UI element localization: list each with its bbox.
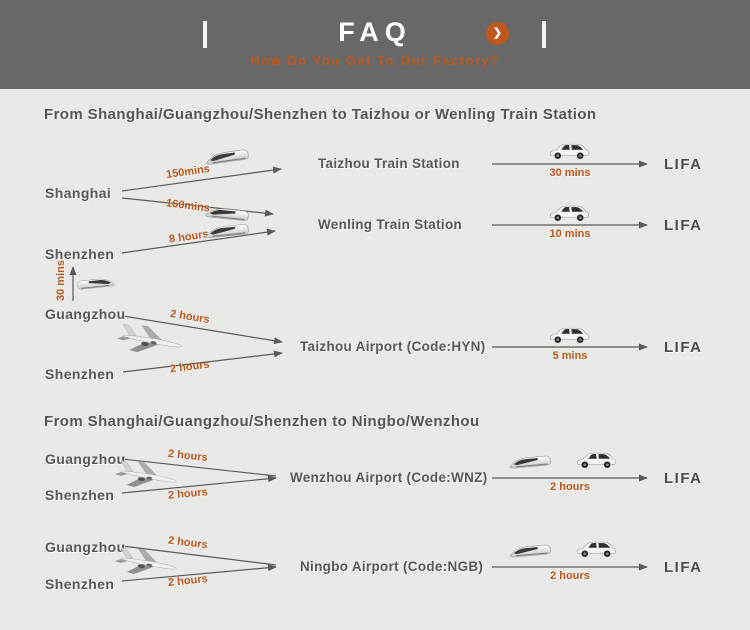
- lifa-destination-4: LIFA: [664, 470, 703, 487]
- plane-icon: [114, 316, 187, 363]
- dest-wenzhou-airport: Wenzhou Airport (Code:WNZ): [290, 470, 488, 485]
- route-time-160mins: 160mins: [165, 197, 211, 215]
- train-icon: [204, 146, 250, 168]
- dest-wenling-train-station: Wenling Train Station: [318, 217, 463, 232]
- lifa-destination-5: LIFA: [664, 559, 703, 576]
- page-title: FAQ: [338, 17, 412, 47]
- route-time-8hours: 8 hours: [168, 228, 210, 246]
- dest-ningbo-airport: Ningbo Airport (Code:NGB): [300, 559, 484, 574]
- city-shenzhen-top: Shenzhen: [45, 246, 115, 262]
- dest-taizhou-train-station: Taizhou Train Station: [318, 156, 460, 171]
- city-guangzhou-ningbo: Guangzhou: [45, 539, 126, 555]
- car-icon: [548, 325, 590, 346]
- car-icon: [575, 539, 617, 560]
- lifa-destination-2: LIFA: [664, 217, 703, 234]
- route-time-guangzhou-wenzhou: 2 hours: [167, 447, 209, 465]
- train-icon: [76, 274, 115, 293]
- city-shenzhen-wenzhou: Shenzhen: [45, 487, 115, 503]
- train-icon: [204, 221, 249, 242]
- car-icon: [548, 141, 590, 162]
- header-banner: FAQ ❯ How Do You Get To Our Factory?: [0, 0, 750, 89]
- transfer-time-5mins: 5 mins: [552, 350, 588, 362]
- arrow-bullet-icon: ❯: [486, 22, 509, 45]
- page-subtitle: How Do You Get To Our Factory?: [250, 53, 500, 68]
- city-shenzhen-ningbo: Shenzhen: [45, 576, 115, 592]
- plane-icon: [113, 541, 182, 585]
- car-icon: [575, 450, 617, 471]
- train-icon: [508, 541, 551, 561]
- route-time-2hours-guangzhou-air: 2 hours: [169, 307, 211, 327]
- train-icon: [508, 452, 551, 472]
- lifa-destination-1: LIFA: [664, 156, 703, 173]
- route-time-150mins: 150mins: [165, 162, 211, 182]
- car-icon: [548, 203, 590, 224]
- city-shenzhen-bottom: Shenzhen: [45, 366, 115, 382]
- route-time-guangzhou-ningbo: 2 hours: [167, 534, 209, 552]
- city-guangzhou: Guangzhou: [45, 306, 126, 322]
- city-shanghai: Shanghai: [45, 185, 112, 201]
- transfer-time-ningbo-lifa: 2 hours: [550, 570, 590, 582]
- header-right-bar: [542, 21, 546, 48]
- route-time-30mins-vertical: 30 mins: [55, 260, 67, 301]
- lifa-destination-3: LIFA: [664, 339, 703, 356]
- transfer-time-10mins: 10 mins: [549, 228, 591, 240]
- transfer-time-wenzhou-lifa: 2 hours: [550, 481, 590, 493]
- section2-title: From Shanghai/Guangzhou/Shenzhen to Ning…: [44, 413, 480, 430]
- city-guangzhou-wenzhou: Guangzhou: [45, 451, 126, 467]
- dest-taizhou-airport: Taizhou Airport (Code:HYN): [300, 339, 486, 354]
- transfer-time-30mins: 30 mins: [549, 167, 591, 179]
- header-left-bar: [203, 21, 207, 48]
- section1-title: From Shanghai/Guangzhou/Shenzhen to Taiz…: [44, 106, 597, 123]
